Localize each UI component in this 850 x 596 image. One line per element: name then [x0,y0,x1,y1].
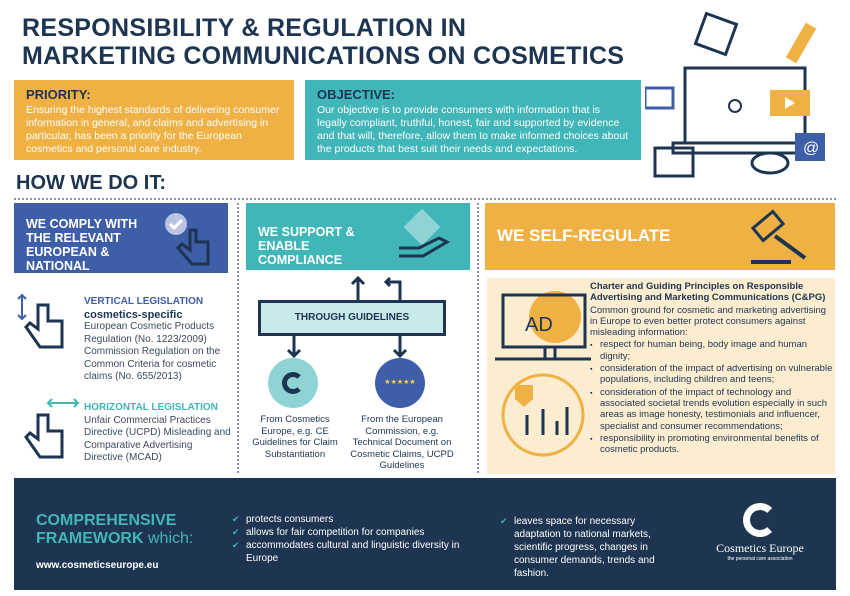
website-link[interactable]: www.cosmeticseurope.eu [36,560,159,571]
through-guidelines-bar: THROUGH GUIDELINES [258,300,446,336]
svg-text:@: @ [803,140,819,157]
vertical-legislation: VERTICAL LEGISLATION cosmetics-specific … [84,296,221,382]
comply-header: WE COMPLY WITH THE RELEVANT EUROPEAN & N… [14,203,228,287]
laptop-cosmetics-illustration: @ [645,11,825,178]
framework-item: accommodates cultural and linguistic div… [232,539,492,565]
cpg-bullet: consideration of the impact of technolog… [590,387,833,432]
horizontal-legislation: HORIZONTAL LEGISLATION Unfair Commercial… [84,402,231,463]
svg-text:AD: AD [525,314,553,336]
cosmetics-europe-logo: Cosmetics Europe the personal care assoc… [705,503,815,562]
eu-flag-icon: ★★★★★ [375,358,425,408]
gavel-icon [750,209,807,264]
horizontal-hand-icon [24,398,80,459]
guideline-cosmetics-europe: From Cosmetics Europe, e.g. CE Guideline… [252,414,338,460]
logo-mark-icon [743,503,777,537]
check-hand-icon [165,213,210,266]
guideline-european-commission: From the European Commission, e.g. Techn… [350,414,454,471]
billboard-family-illustration: AD [495,291,591,457]
cpg-bullet: respect for human being, body image and … [590,339,833,362]
framework-item: protects consumers [232,513,492,526]
divider [237,203,239,473]
objective-heading: OBJECTIVE: [317,87,396,102]
divider [477,203,479,473]
framework-item: leaves space for necessary adaptation to… [500,515,670,580]
objective-box: OBJECTIVE: Our objective is to provide c… [305,80,641,160]
priority-heading: PRIORITY: [26,87,91,102]
framework-item: allows for fair competition for companie… [232,526,492,539]
support-header: WE SUPPORT & ENABLE COMPLIANCE [246,203,470,270]
cpg-bullet: responsibility in promoting environmenta… [590,433,833,456]
divider [14,198,836,200]
cpg-bullet: consideration of the impact of advertisi… [590,363,833,386]
priority-box: PRIORITY: Ensuring the highest standards… [14,80,294,160]
how-we-do-it-heading: HOW WE DO IT: [16,172,166,194]
cosmetics-europe-logo-icon [268,358,318,408]
framework-heading: COMPREHENSIVE FRAMEWORK which: [36,512,194,547]
cpg-text: Charter and Guiding Principles on Respon… [590,281,833,456]
framework-list-left: protects consumers allows for fair compe… [232,513,492,565]
vertical-hand-icon [17,293,64,349]
page-title: RESPONSIBILITY & REGULATION IN MARKETING… [22,14,625,70]
helping-hand-icon [399,208,451,258]
framework-list-right: leaves space for necessary adaptation to… [500,515,670,580]
guidelines-flow-arrows [286,275,408,359]
